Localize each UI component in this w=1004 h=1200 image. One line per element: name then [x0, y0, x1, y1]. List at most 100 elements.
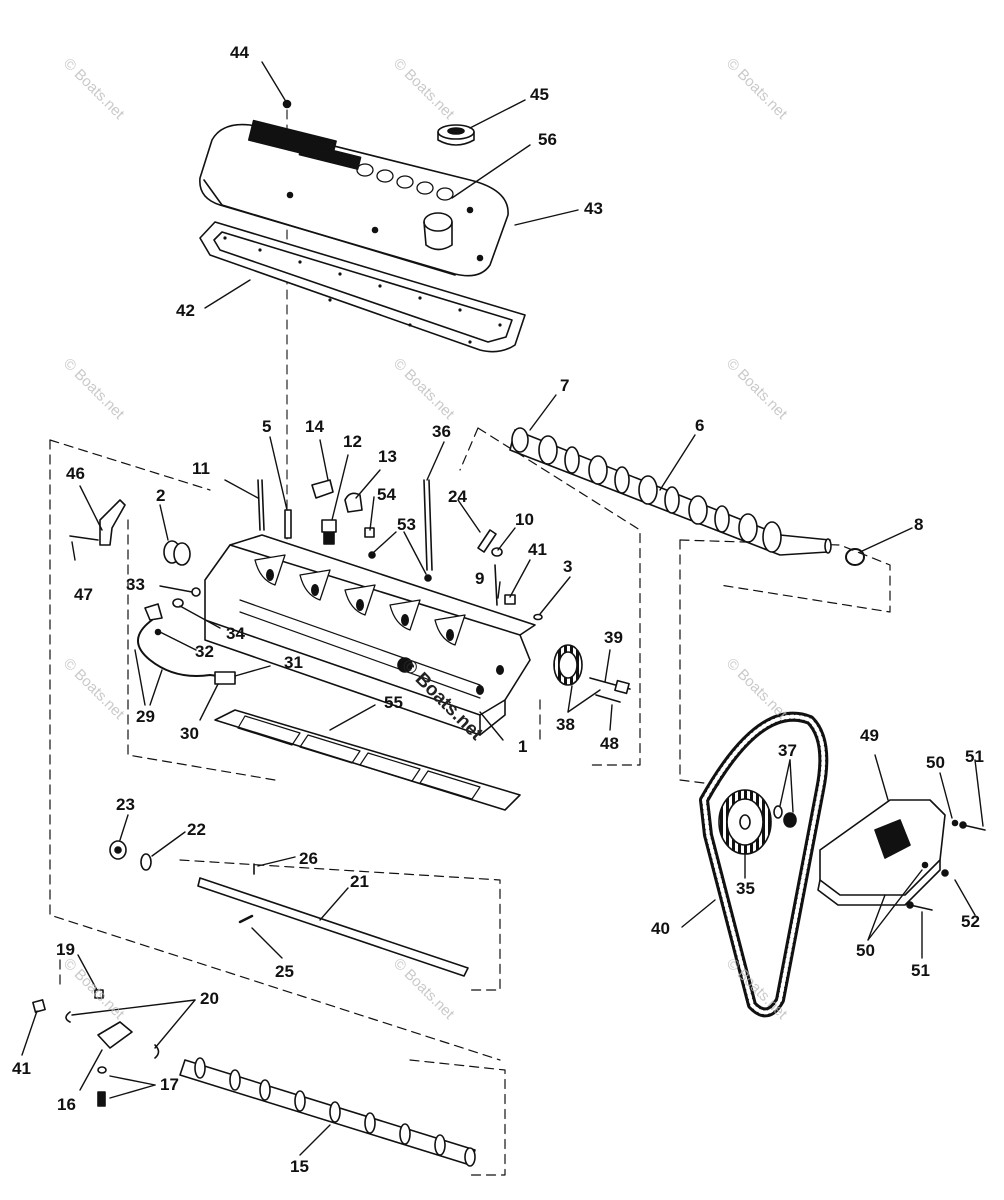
key-3 — [533, 613, 543, 621]
bolt-48 — [595, 694, 621, 703]
callout-16: 16 — [57, 1095, 76, 1114]
callout-34: 34 — [226, 624, 245, 643]
gear-23 — [109, 840, 127, 860]
callout-51-upper: 51 — [965, 747, 984, 766]
callout-8: 8 — [914, 515, 924, 534]
callout-24: 24 — [448, 487, 467, 506]
screw-51b — [906, 901, 933, 911]
callout-10: 10 — [515, 510, 534, 529]
block-41-upper — [504, 594, 516, 605]
rocker-16 — [97, 1021, 133, 1049]
sensor-terminal — [214, 671, 236, 685]
washer-53a — [368, 551, 376, 559]
bolt-47 — [69, 535, 99, 541]
spring-part — [284, 509, 292, 539]
timing-cover — [817, 799, 946, 906]
callout-29: 29 — [136, 707, 155, 726]
rocker-shaft-21 — [197, 877, 469, 977]
callout-44: 44 — [230, 43, 249, 62]
bushing-2 — [163, 540, 191, 566]
callout-15: 15 — [290, 1157, 309, 1176]
manifold-gasket — [214, 709, 521, 811]
camshaft-seal — [845, 548, 865, 566]
valve-cover — [199, 119, 509, 277]
washer-34 — [172, 598, 184, 608]
callout-13: 13 — [378, 447, 397, 466]
callout-7: 7 — [560, 376, 570, 395]
camshaft-lower — [179, 1057, 476, 1167]
pin-9 — [494, 564, 498, 606]
callout-55: 55 — [384, 693, 403, 712]
callout-41-upper: 41 — [528, 540, 547, 559]
nut-37b — [783, 812, 797, 828]
key-25 — [238, 914, 254, 924]
lifting-bracket — [99, 499, 126, 546]
assembly-outline-camshaft-lower — [59, 959, 506, 1176]
callout-11: 11 — [192, 459, 210, 478]
cover-screw — [282, 99, 292, 109]
nut-54 — [364, 527, 375, 538]
callout-35: 35 — [736, 879, 755, 898]
callout-45: 45 — [530, 85, 549, 104]
callout-5: 5 — [262, 417, 272, 436]
washer-37a — [773, 805, 783, 819]
callout-56: 56 — [538, 130, 557, 149]
clip-20a — [65, 1011, 71, 1023]
sensor-connector — [144, 603, 163, 621]
bolt-pushrod-tube — [257, 479, 265, 531]
rocker-arm-24 — [477, 529, 497, 553]
callout-41-lower: 41 — [12, 1059, 31, 1078]
callout-39: 39 — [604, 628, 623, 647]
callout-21: 21 — [350, 872, 369, 891]
leader-lines — [21, 61, 984, 1156]
callout-14: 14 — [305, 417, 324, 436]
callout-20: 20 — [200, 989, 219, 1008]
callout-46: 46 — [66, 464, 85, 483]
callout-17: 17 — [160, 1075, 179, 1094]
callout-3: 3 — [563, 557, 573, 576]
washer-50a — [951, 819, 959, 827]
callout-12: 12 — [343, 432, 362, 451]
callout-51-lower: 51 — [911, 961, 930, 980]
screw-51a — [959, 821, 986, 831]
callout-40: 40 — [651, 919, 670, 938]
cylinder-head — [204, 534, 536, 736]
spring-17 — [97, 1091, 106, 1107]
callout-38: 38 — [556, 715, 575, 734]
callout-26: 26 — [299, 849, 318, 868]
bracket-clip-14 — [311, 479, 334, 499]
washer-33 — [191, 587, 201, 597]
washer-50b — [921, 861, 929, 869]
timing-gear-38 — [553, 644, 583, 686]
screw-52 — [941, 869, 949, 877]
callout-23: 23 — [116, 795, 135, 814]
callout-31: 31 — [284, 653, 303, 672]
callout-42: 42 — [176, 301, 195, 320]
callout-9: 9 — [475, 569, 485, 588]
stud-36 — [423, 479, 433, 571]
valve-cover-gasket — [199, 221, 526, 353]
timing-belt — [699, 711, 829, 1018]
callout-19: 19 — [56, 940, 75, 959]
block-41-lower — [32, 999, 46, 1013]
callout-37: 37 — [778, 741, 797, 760]
callout-50-upper: 50 — [926, 753, 945, 772]
callout-47: 47 — [74, 585, 93, 604]
sprocket-35 — [718, 789, 772, 855]
callout-36: 36 — [432, 422, 451, 441]
callout-53: 53 — [397, 515, 416, 534]
washer-53b — [424, 574, 432, 582]
callout-49: 49 — [860, 726, 879, 745]
callout-33: 33 — [126, 575, 145, 594]
bolt-39 — [589, 677, 631, 695]
callout-6: 6 — [695, 416, 705, 435]
callout-32: 32 — [195, 642, 214, 661]
washer-10 — [491, 547, 503, 557]
callout-2: 2 — [156, 486, 166, 505]
callout-43: 43 — [584, 199, 603, 218]
oil-filler-cap — [437, 124, 475, 146]
oring-22 — [140, 853, 152, 871]
callout-1: 1 — [518, 737, 528, 756]
callout-52: 52 — [961, 912, 980, 931]
